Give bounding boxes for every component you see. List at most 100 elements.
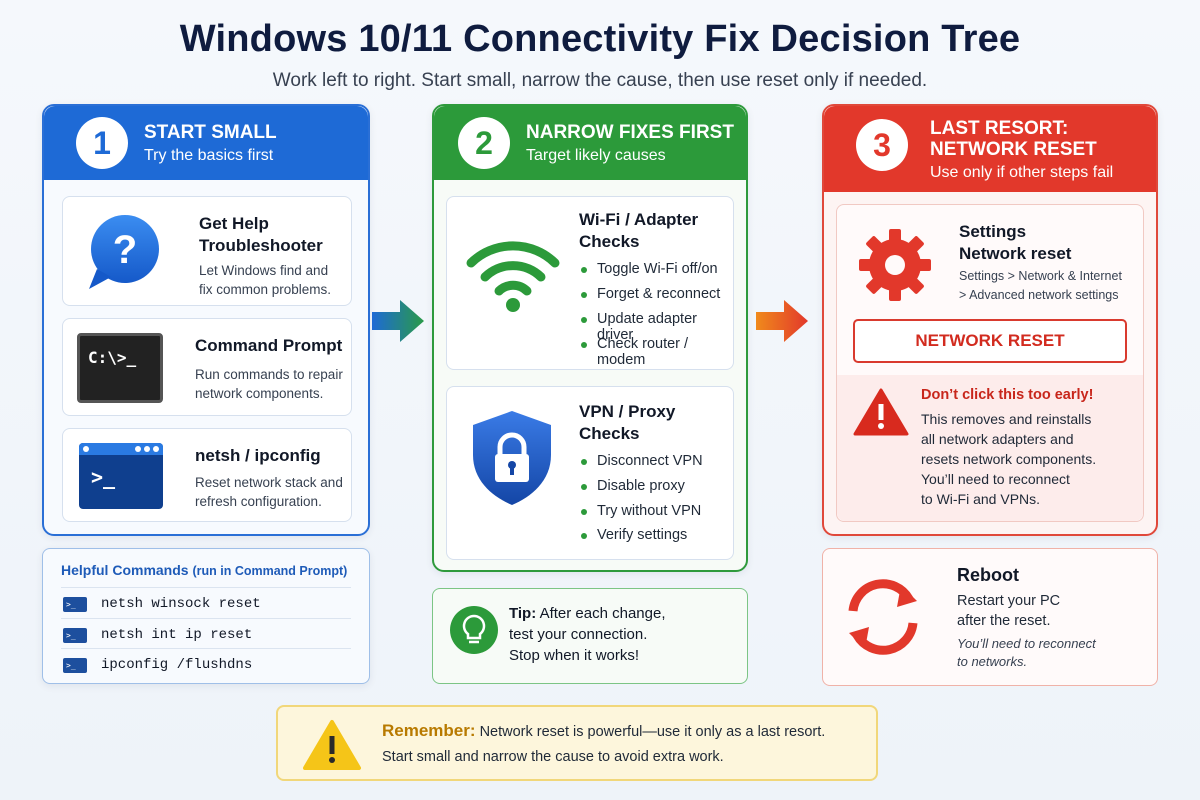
helpful-commands-note: (run in Command Prompt) bbox=[192, 564, 348, 578]
page-subtitle: Work left to right. Start small, narrow … bbox=[272, 70, 928, 91]
settings-title-line: Network reset bbox=[959, 244, 1072, 263]
netsh-desc: Reset network stack and refresh configur… bbox=[195, 475, 343, 509]
network-reset-card: Settings Network reset Settings > Networ… bbox=[836, 204, 1144, 522]
list-item: Toggle Wi-Fi off/on bbox=[581, 261, 718, 277]
command-prompt-card[interactable]: C:\>_ Command Prompt Run commands to rep… bbox=[62, 318, 352, 416]
reboot-note-line: You’ll need to reconnect bbox=[957, 636, 1096, 651]
step3-number: 3 bbox=[856, 119, 908, 171]
tip-line: Stop when it works! bbox=[509, 647, 640, 664]
command-prompt-title: Command Prompt bbox=[195, 336, 343, 355]
page-title: Windows 10/11 Connectivity Fix Decision … bbox=[179, 18, 1021, 60]
netsh-title: netsh / ipconfig bbox=[195, 446, 321, 465]
arrow-right-icon bbox=[372, 300, 424, 342]
settings-path-line: > Advanced network settings bbox=[959, 288, 1119, 302]
warning-line: to Wi-Fi and VPNs. bbox=[921, 491, 1041, 507]
helpful-commands-heading: Helpful Commands (run in Command Prompt) bbox=[61, 562, 347, 578]
vpn-proxy-card[interactable]: VPN / Proxy Checks Disconnect VPN Disabl… bbox=[446, 386, 734, 560]
terminal-window-icon: >_ bbox=[79, 443, 163, 509]
reboot-panel: Reboot Restart your PC after the reset. … bbox=[822, 548, 1158, 686]
tip-text: Tip: After each change, test your connec… bbox=[509, 603, 665, 666]
list-item: Disconnect VPN bbox=[581, 453, 703, 469]
command-prompt-desc: Run commands to repair network component… bbox=[195, 367, 343, 401]
step2-number: 2 bbox=[458, 117, 510, 169]
vpn-card-title: VPN / Proxy Checks bbox=[579, 402, 676, 443]
warning-icon bbox=[303, 720, 361, 770]
step2-column: 2 NARROW FIXES FIRST Target likely cause… bbox=[432, 104, 748, 572]
settings-path: Settings > Network & Internet > Advanced… bbox=[959, 267, 1143, 305]
reboot-desc: Restart your PC after the reset. bbox=[957, 591, 1060, 631]
list-item: Check router / modem bbox=[581, 336, 733, 368]
step3-title-line: LAST RESORT: bbox=[930, 118, 1069, 139]
step1-header: 1 START SMALL Try the basics first bbox=[44, 106, 368, 180]
warning-title: Don’t click this too early! bbox=[921, 387, 1094, 403]
command-row[interactable]: >_ netsh int ip reset bbox=[61, 618, 351, 648]
remember-line2: Start small and narrow the cause to avoi… bbox=[382, 749, 724, 765]
command-text: netsh winsock reset bbox=[101, 596, 261, 612]
netsh-ipconfig-card[interactable]: >_ netsh / ipconfig Reset network stack … bbox=[62, 428, 352, 522]
step3-subtitle: Use only if other steps fail bbox=[930, 164, 1114, 181]
refresh-icon bbox=[848, 579, 918, 655]
command-row[interactable]: >_ ipconfig /flushdns bbox=[61, 648, 351, 678]
list-item: Verify settings bbox=[581, 527, 687, 543]
step2-header: 2 NARROW FIXES FIRST Target likely cause… bbox=[434, 106, 746, 180]
step1-subtitle: Try the basics first bbox=[144, 147, 274, 164]
remember-text: Network reset is powerful—use it only as… bbox=[479, 724, 826, 740]
list-item: Try without VPN bbox=[581, 503, 701, 519]
step1-column: 1 START SMALL Try the basics first ? Get… bbox=[42, 104, 370, 536]
warning-icon bbox=[853, 388, 909, 436]
command-text: netsh int ip reset bbox=[101, 627, 253, 643]
list-item: Forget & reconnect bbox=[581, 286, 720, 302]
shield-lock-icon bbox=[473, 411, 551, 505]
settings-title-line: Settings bbox=[959, 222, 1027, 241]
arrow-right-icon bbox=[756, 300, 808, 342]
warning-line: You’ll need to reconnect bbox=[921, 471, 1070, 487]
get-help-desc: Let Windows find and fix common problems… bbox=[199, 263, 332, 297]
reboot-note-line: to networks. bbox=[957, 654, 1028, 669]
terminal-icon-text: >_ bbox=[91, 465, 116, 489]
get-help-title: Get Help Troubleshooter bbox=[199, 214, 323, 255]
gear-icon bbox=[859, 229, 931, 301]
step1-title: START SMALL bbox=[144, 122, 277, 143]
tip-label: Tip: bbox=[509, 605, 537, 622]
lightbulb-icon bbox=[450, 606, 498, 654]
tip-line: After each change, bbox=[539, 605, 666, 622]
terminal-icon: >_ bbox=[63, 658, 87, 673]
command-prompt-icon: C:\>_ bbox=[77, 333, 163, 403]
remember-line1: Remember: Network reset is powerful—use … bbox=[382, 721, 825, 741]
reboot-line: Restart your PC bbox=[957, 593, 1061, 609]
command-prompt-icon-text: C:\>_ bbox=[88, 348, 137, 367]
warning-box: Don’t click this too early! This removes… bbox=[837, 375, 1143, 521]
helpful-commands-panel: Helpful Commands (run in Command Prompt)… bbox=[42, 548, 370, 684]
step1-number: 1 bbox=[76, 117, 128, 169]
settings-path-line: Settings > Network & Internet bbox=[959, 269, 1122, 283]
terminal-icon: >_ bbox=[63, 597, 87, 612]
wifi-card-title: Wi-Fi / Adapter Checks bbox=[579, 210, 699, 251]
remember-banner: Remember: Network reset is powerful—use … bbox=[276, 705, 878, 781]
helpful-commands-title: Helpful Commands bbox=[61, 562, 189, 578]
warning-line: resets network components. bbox=[921, 451, 1097, 467]
warning-line: This removes and reinstalls bbox=[921, 411, 1092, 427]
list-item: Update adapter driver bbox=[581, 311, 733, 343]
command-text: ipconfig /flushdns bbox=[101, 657, 253, 673]
reboot-title: Reboot bbox=[957, 565, 1019, 585]
warning-line: all network adapters and bbox=[921, 431, 1074, 447]
step3-column: 3 LAST RESORT: NETWORK RESET Use only if… bbox=[822, 104, 1158, 536]
remember-label: Remember: bbox=[382, 721, 476, 740]
reboot-note: You’ll need to reconnect to networks. bbox=[957, 635, 1096, 671]
warning-text: This removes and reinstalls all network … bbox=[921, 409, 1096, 509]
wifi-icon bbox=[466, 241, 560, 312]
step3-title-line: NETWORK RESET bbox=[930, 139, 1097, 160]
tip-line: test your connection. bbox=[509, 626, 648, 643]
terminal-icon: >_ bbox=[63, 628, 87, 643]
reboot-line: after the reset. bbox=[957, 613, 1051, 629]
svg-text:?: ? bbox=[113, 228, 137, 272]
command-row[interactable]: >_ netsh winsock reset bbox=[61, 587, 351, 617]
get-help-card[interactable]: ? Get Help Troubleshooter Let Windows fi… bbox=[62, 196, 352, 306]
step3-header: 3 LAST RESORT: NETWORK RESET Use only if… bbox=[824, 106, 1156, 192]
settings-title: Settings Network reset bbox=[959, 221, 1139, 265]
tip-panel: Tip: After each change, test your connec… bbox=[432, 588, 748, 684]
wifi-adapter-card[interactable]: Wi-Fi / Adapter Checks Toggle Wi-Fi off/… bbox=[446, 196, 734, 370]
network-reset-button[interactable]: NETWORK RESET bbox=[853, 319, 1127, 363]
step2-title: NARROW FIXES FIRST bbox=[526, 122, 734, 143]
list-item: Disable proxy bbox=[581, 478, 685, 494]
